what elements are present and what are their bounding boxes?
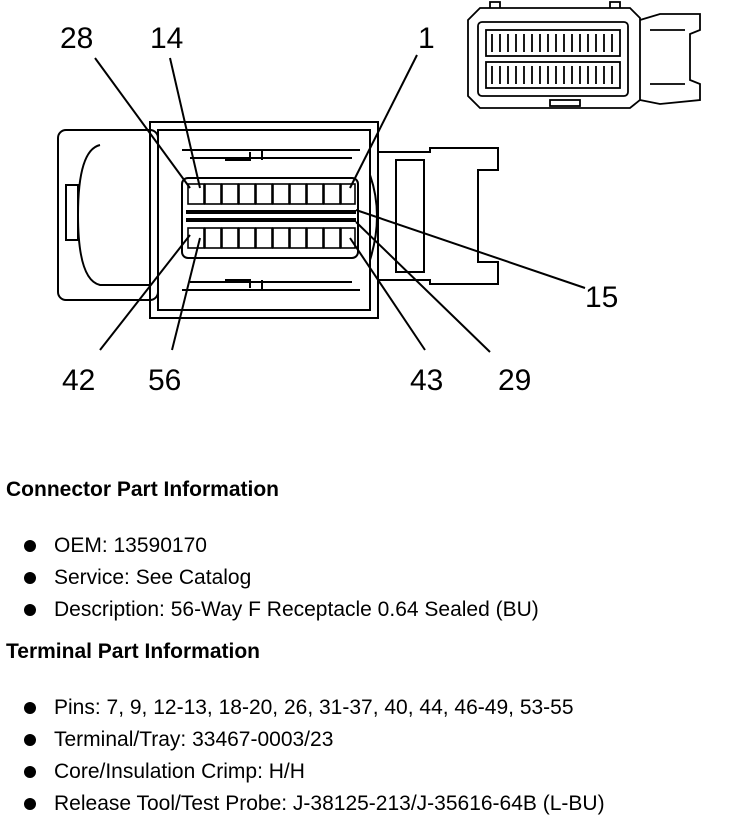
leader-28 [94,57,191,189]
connector-oem: OEM: 13590170 [54,534,207,557]
leader-56 [171,237,201,351]
connector-description: Description: 56-Way F Receptacle 0.64 Se… [54,598,539,621]
leader-43 [349,237,426,351]
connector-latch [57,129,159,301]
pin-label-15: 15 [585,281,618,314]
list-item: Service: See Catalog [0,562,539,594]
bullet-icon [24,572,36,584]
pin-label-43: 43 [410,364,443,397]
bullet-icon [24,734,36,746]
pin-row-top [187,183,356,205]
bullet-icon [24,604,36,616]
list-item: Terminal/Tray: 33467-0003/23 [0,724,605,756]
terminal-info-list: Pins: 7, 9, 12-13, 18-20, 26, 31-37, 40,… [0,692,605,820]
terminal-info-heading: Terminal Part Information [6,640,260,663]
pin-label-14: 14 [150,22,183,55]
leader-29 [355,221,491,353]
list-item: OEM: 13590170 [0,530,539,562]
bullet-icon [24,766,36,778]
connector-info-heading: Connector Part Information [6,478,280,501]
connector-diagram: 28 14 1 15 42 56 43 29 [57,1,701,397]
pin-label-56: 56 [148,364,181,397]
pin-row-middle [186,210,356,222]
terminal-pins: Pins: 7, 9, 12-13, 18-20, 26, 31-37, 40,… [54,696,574,719]
terminal-tray: Terminal/Tray: 33467-0003/23 [54,728,334,751]
list-item: Core/Insulation Crimp: H/H [0,756,605,788]
leader-42 [99,234,191,351]
connector-info-list: OEM: 13590170 Service: See Catalog Descr… [0,530,539,626]
pin-label-42: 42 [62,364,95,397]
leader-15 [355,209,586,289]
connector-body [149,121,379,319]
pin-label-1: 1 [418,22,435,55]
list-item: Description: 56-Way F Receptacle 0.64 Se… [0,594,539,626]
pin-label-28: 28 [60,22,93,55]
pin-label-29: 29 [498,364,531,397]
leader-1 [349,54,418,189]
bullet-icon [24,540,36,552]
leader-14 [169,57,201,189]
bullet-icon [24,798,36,810]
bullet-icon [24,702,36,714]
connector-service: Service: See Catalog [54,566,252,589]
list-item: Release Tool/Test Probe: J-38125-213/J-3… [0,788,605,820]
connector-rear [378,147,499,285]
list-item: Pins: 7, 9, 12-13, 18-20, 26, 31-37, 40,… [0,692,605,724]
terminal-release-tool: Release Tool/Test Probe: J-38125-213/J-3… [54,792,605,815]
connector-thumbnail [467,1,701,109]
pin-row-bottom [187,227,356,249]
terminal-crimp: Core/Insulation Crimp: H/H [54,760,305,783]
